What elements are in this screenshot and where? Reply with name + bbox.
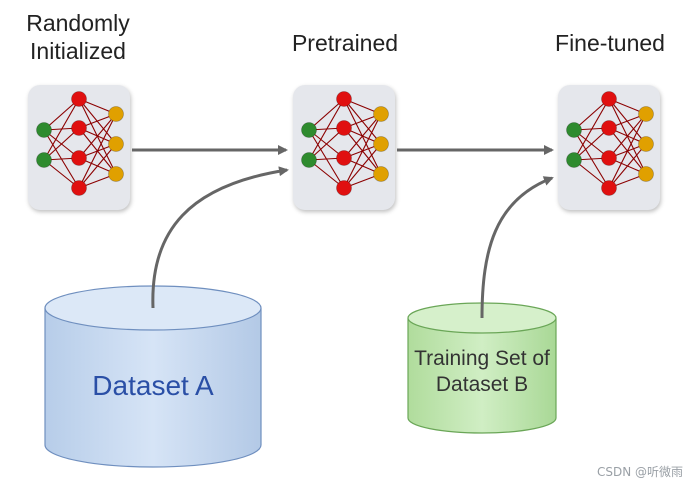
output-node [373,106,389,122]
input-node [566,122,582,138]
network-random [36,91,124,196]
neural-networks [36,91,654,196]
output-node [373,136,389,152]
arrow-dataset-a-to-pretrained [151,166,289,309]
output-node [108,136,124,152]
hidden-node [336,180,352,196]
hidden-node [336,120,352,136]
network-edge [78,113,117,189]
network-edge [573,98,610,131]
input-node [301,122,317,138]
network-edge [608,113,647,159]
network-edge [343,113,382,189]
dataset-b-label: Training Set of Dataset B [412,346,552,399]
output-node [108,166,124,182]
network-edge [608,113,647,189]
network-edge [608,143,647,189]
input-node [36,122,52,138]
hidden-node [71,120,87,136]
hidden-node [71,180,87,196]
label-randomly-initialized: Randomly Initialized [18,10,138,65]
output-node [373,166,389,182]
label-pretrained: Pretrained [280,30,410,58]
network-edge [343,143,382,189]
label-randomly-line2: Initialized [30,37,126,64]
network-pretrained [301,91,389,196]
input-node [301,152,317,168]
network-edge [308,127,345,161]
label-randomly-line1: Randomly [26,10,130,36]
hidden-node [71,150,87,166]
label-pretrained-line1: Pretrained [291,30,399,56]
output-node [638,136,654,152]
network-finetuned [566,91,654,196]
output-node [638,106,654,122]
dataset-a-text: Dataset A [92,370,214,401]
label-fine-tuned: Fine-tuned [545,30,675,58]
hidden-node [601,180,617,196]
output-node [638,166,654,182]
network-edge [308,98,345,161]
hidden-node [601,91,617,107]
hidden-node [336,150,352,166]
input-node [36,152,52,168]
hidden-node [601,120,617,136]
label-finetuned-line1: Fine-tuned [555,30,665,56]
network-edge [573,98,610,161]
watermark: CSDN @听微雨 [596,465,683,479]
dataset-a-label: Dataset A [60,368,246,403]
network-edge [78,113,117,159]
hidden-node [71,91,87,107]
dataset-b-line2: Dataset B [435,373,529,397]
network-edge [573,127,610,161]
input-node [566,152,582,168]
hidden-node [336,91,352,107]
network-edge [43,98,80,131]
dataset-b-line1: Training Set of [414,347,550,370]
hidden-node [601,150,617,166]
network-edge [78,143,117,189]
network-edge [43,127,80,161]
network-edge [43,98,80,161]
output-node [108,106,124,122]
network-edge [308,98,345,131]
network-edge [343,113,382,159]
arrow-dataset-b-to-finetuned [480,176,554,319]
